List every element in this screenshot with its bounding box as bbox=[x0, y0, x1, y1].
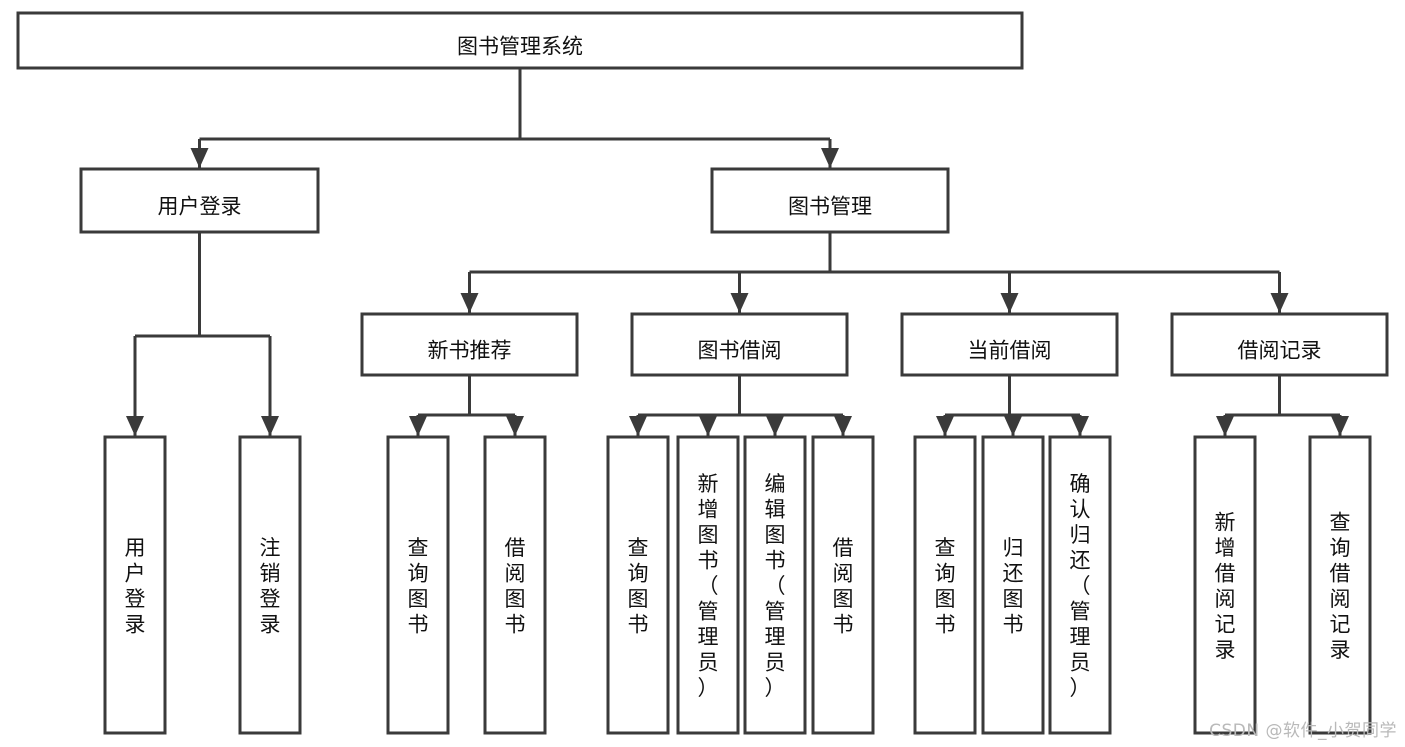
node-label-leaf-borrow-book-1: 借阅图书 bbox=[505, 536, 526, 637]
node-label-leaf-query-book-1: 查询图书 bbox=[408, 536, 429, 637]
node-label-book-borrow: 图书借阅 bbox=[698, 339, 782, 363]
node-box-leaf-add-book[interactable] bbox=[676, 435, 740, 735]
node-label-leaf-query-book-2: 查询图书 bbox=[628, 536, 649, 637]
node-leaf-query-book-1[interactable]: 查询图书 bbox=[386, 435, 450, 735]
node-label-user-login: 用户登录 bbox=[158, 195, 242, 219]
node-leaf-borrow-book-2[interactable]: 借阅图书 bbox=[811, 435, 875, 735]
node-leaf-edit-book[interactable]: 编辑图书（管理员） bbox=[743, 435, 807, 735]
node-box-user-login[interactable] bbox=[79, 167, 320, 234]
node-leaf-return-book[interactable]: 归还图书 bbox=[981, 435, 1045, 735]
node-box-borrow-record[interactable] bbox=[1170, 312, 1389, 377]
node-label-leaf-user-login: 用户登录 bbox=[125, 536, 146, 637]
node-user-login[interactable]: 用户登录 bbox=[79, 167, 320, 234]
node-label-root: 图书管理系统 bbox=[457, 35, 583, 59]
node-box-leaf-confirm-return[interactable] bbox=[1048, 435, 1112, 735]
node-leaf-borrow-book-1[interactable]: 借阅图书 bbox=[483, 435, 547, 735]
node-leaf-logout[interactable]: 注销登录 bbox=[238, 435, 302, 735]
node-box-leaf-query-book-1[interactable] bbox=[386, 435, 450, 735]
node-label-leaf-return-book: 归还图书 bbox=[1003, 536, 1024, 637]
node-label-leaf-query-record: 查询借阅记录 bbox=[1330, 510, 1351, 662]
node-label-leaf-borrow-book-2: 借阅图书 bbox=[833, 536, 854, 637]
connector-layer bbox=[126, 68, 1349, 436]
node-label-leaf-logout: 注销登录 bbox=[260, 536, 281, 637]
node-box-new-book-recommend[interactable] bbox=[360, 312, 579, 377]
node-box-leaf-user-login[interactable] bbox=[103, 435, 167, 735]
node-label-new-book-recommend: 新书推荐 bbox=[428, 339, 512, 363]
node-current-borrow[interactable]: 当前借阅 bbox=[900, 312, 1119, 377]
node-label-leaf-confirm-return: 确认归还（管理员） bbox=[1070, 472, 1091, 700]
node-new-book-recommend[interactable]: 新书推荐 bbox=[360, 312, 579, 377]
node-root[interactable]: 图书管理系统 bbox=[16, 11, 1024, 70]
node-box-leaf-borrow-book-1[interactable] bbox=[483, 435, 547, 735]
node-label-borrow-record: 借阅记录 bbox=[1238, 339, 1322, 363]
node-leaf-confirm-return[interactable]: 确认归还（管理员） bbox=[1048, 435, 1112, 735]
node-book-management[interactable]: 图书管理 bbox=[710, 167, 950, 234]
csdn-watermark: CSDN @软件_小贺同学 bbox=[1209, 721, 1397, 741]
node-leaf-query-record[interactable]: 查询借阅记录 bbox=[1308, 435, 1372, 735]
node-box-book-borrow[interactable] bbox=[630, 312, 849, 377]
node-box-root[interactable] bbox=[16, 11, 1024, 70]
node-label-leaf-edit-book: 编辑图书（管理员） bbox=[765, 472, 786, 700]
node-box-leaf-return-book[interactable] bbox=[981, 435, 1045, 735]
node-layer: 图书管理系统用户登录图书管理新书推荐图书借阅当前借阅借阅记录用户登录注销登录查询… bbox=[16, 11, 1389, 735]
node-label-leaf-add-record: 新增借阅记录 bbox=[1215, 510, 1236, 662]
node-label-leaf-query-book-3: 查询图书 bbox=[935, 536, 956, 637]
node-book-borrow[interactable]: 图书借阅 bbox=[630, 312, 849, 377]
node-label-leaf-add-book: 新增图书（管理员） bbox=[698, 472, 719, 700]
node-borrow-record[interactable]: 借阅记录 bbox=[1170, 312, 1389, 377]
node-leaf-query-book-3[interactable]: 查询图书 bbox=[913, 435, 977, 735]
node-box-leaf-logout[interactable] bbox=[238, 435, 302, 735]
node-leaf-query-book-2[interactable]: 查询图书 bbox=[606, 435, 670, 735]
node-label-current-borrow: 当前借阅 bbox=[968, 339, 1052, 363]
node-box-leaf-query-book-2[interactable] bbox=[606, 435, 670, 735]
node-box-leaf-borrow-book-2[interactable] bbox=[811, 435, 875, 735]
node-leaf-user-login[interactable]: 用户登录 bbox=[103, 435, 167, 735]
node-box-leaf-query-record[interactable] bbox=[1308, 435, 1372, 735]
node-label-book-management: 图书管理 bbox=[788, 195, 872, 219]
node-leaf-add-book[interactable]: 新增图书（管理员） bbox=[676, 435, 740, 735]
node-leaf-add-record[interactable]: 新增借阅记录 bbox=[1193, 435, 1257, 735]
node-box-leaf-edit-book[interactable] bbox=[743, 435, 807, 735]
node-box-book-management[interactable] bbox=[710, 167, 950, 234]
node-box-current-borrow[interactable] bbox=[900, 312, 1119, 377]
node-box-leaf-add-record[interactable] bbox=[1193, 435, 1257, 735]
node-box-leaf-query-book-3[interactable] bbox=[913, 435, 977, 735]
